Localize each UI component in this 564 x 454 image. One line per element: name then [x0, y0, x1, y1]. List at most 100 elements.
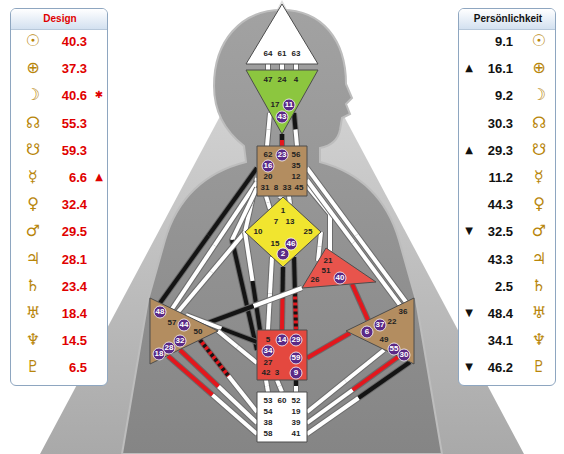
- planet-symbol: ⊕: [26, 60, 39, 76]
- gate-line-value: 30.3: [488, 116, 513, 129]
- center-outline: [346, 298, 414, 364]
- channel-half: [266, 380, 267, 386]
- gate-number: 19: [292, 408, 301, 416]
- channel-half: [267, 386, 268, 392]
- planet-symbol: ♇: [26, 359, 40, 375]
- planet-symbol: ♄: [26, 278, 40, 294]
- planet-symbol: ☊: [26, 115, 40, 131]
- gate-marker: [277, 248, 289, 260]
- channel-half: [329, 333, 351, 346]
- gate-marker: [276, 334, 288, 346]
- channel-half: [245, 232, 253, 281]
- gate-number: 60: [278, 397, 287, 405]
- channel-outline: [307, 333, 350, 358]
- gate-number: 23: [278, 151, 287, 159]
- channel-outline: [267, 113, 270, 146]
- planet-symbol: ☉: [532, 33, 546, 49]
- channel-half: [294, 380, 298, 386]
- gate-number: 56: [292, 151, 301, 159]
- channel-line: [352, 284, 368, 320]
- gate-number: 1: [281, 207, 285, 215]
- channel-half: [268, 203, 270, 210]
- activation-marker: ▼: [465, 308, 473, 318]
- channel-outline: [218, 331, 257, 363]
- channel-line: [266, 196, 270, 209]
- gate-number: 58: [264, 430, 273, 438]
- planet-symbol: ♂: [532, 223, 546, 239]
- channel-outline: [307, 357, 398, 423]
- channel-half: [212, 232, 246, 272]
- spleen-center: 48574450322818: [150, 298, 218, 364]
- gate-number: 45: [295, 184, 304, 192]
- gate-marker: [374, 319, 386, 331]
- gate-marker: [178, 319, 190, 331]
- gate-line-value: 6.6: [69, 171, 87, 184]
- activation-marker: ▼: [465, 362, 473, 372]
- channel-outline: [245, 232, 260, 330]
- channel-line: [218, 331, 257, 363]
- channel-half: [266, 196, 268, 203]
- channel-half: [254, 288, 303, 306]
- channel-line: [307, 333, 350, 358]
- gate-number: 49: [380, 336, 389, 344]
- gate-number: 44: [180, 321, 189, 329]
- solar-plexus-center: 3622376495530: [346, 298, 414, 364]
- gate-number: 43: [278, 113, 287, 121]
- planet-symbol: ♇: [532, 359, 546, 375]
- activation-marker: ▲: [465, 63, 473, 73]
- channel-half: [360, 302, 368, 320]
- gate-line-value: 16.1: [488, 62, 513, 75]
- channel-line: [245, 232, 260, 330]
- channel-half: [296, 130, 298, 147]
- planet-symbol: ⊕: [532, 60, 545, 76]
- gate-number: 46: [287, 240, 296, 248]
- channel-half: [269, 113, 271, 130]
- channel-outline: [307, 362, 410, 434]
- gate-number: 64: [264, 50, 273, 58]
- planet-symbol: ♀: [27, 196, 39, 212]
- gate-line-value: 28.1: [62, 252, 87, 265]
- center-outline: [257, 146, 307, 196]
- center-outline: [302, 248, 376, 288]
- planet-symbol: ☉: [26, 33, 40, 49]
- gate-marker: [334, 272, 346, 284]
- gate-number: 51: [322, 267, 331, 275]
- personality-panel: Persönlichkeit9.1☉▲16.1⊕9.2☽30.3☊▲29.3☋1…: [458, 8, 556, 386]
- gate-number: 55: [390, 345, 399, 353]
- gate-marker: [262, 160, 274, 172]
- gate-line-value: 32.5: [488, 225, 513, 238]
- channel-line: [178, 232, 245, 312]
- gate-number: 12: [292, 173, 301, 181]
- channel-line: [205, 288, 302, 324]
- gate-number: 48: [156, 308, 165, 316]
- gate-line-value: 59.3: [62, 143, 87, 156]
- planet-symbol: ♆: [532, 332, 546, 348]
- gate-number: 54: [264, 408, 273, 416]
- body-silhouette: [122, 10, 442, 454]
- channel-line: [282, 64, 283, 70]
- channel-half: [238, 347, 258, 363]
- gate-line-value: 9.2: [495, 89, 513, 102]
- channel-half: [359, 362, 411, 398]
- channel-line: [296, 380, 297, 392]
- channel-outline: [168, 356, 257, 434]
- channel-outline: [307, 350, 384, 412]
- planet-symbol: ☽: [26, 87, 40, 103]
- gate-number: 20: [264, 173, 273, 181]
- center-outline: [245, 197, 321, 267]
- channel-half: [277, 380, 280, 386]
- channel-half: [267, 130, 269, 147]
- gate-marker: [290, 367, 302, 379]
- gate-number: 30: [400, 351, 409, 359]
- gate-line-value: 23.4: [62, 279, 87, 292]
- gate-number: 36: [399, 308, 408, 316]
- heart-center: 21512640: [302, 248, 376, 288]
- channel-half: [328, 214, 332, 251]
- gate-number: 57: [168, 319, 177, 327]
- gate-line-value: 32.4: [62, 198, 87, 211]
- gate-marker: [290, 334, 302, 346]
- gate-marker: [174, 335, 186, 347]
- channel-line: [277, 380, 282, 392]
- channel-outline: [266, 380, 268, 392]
